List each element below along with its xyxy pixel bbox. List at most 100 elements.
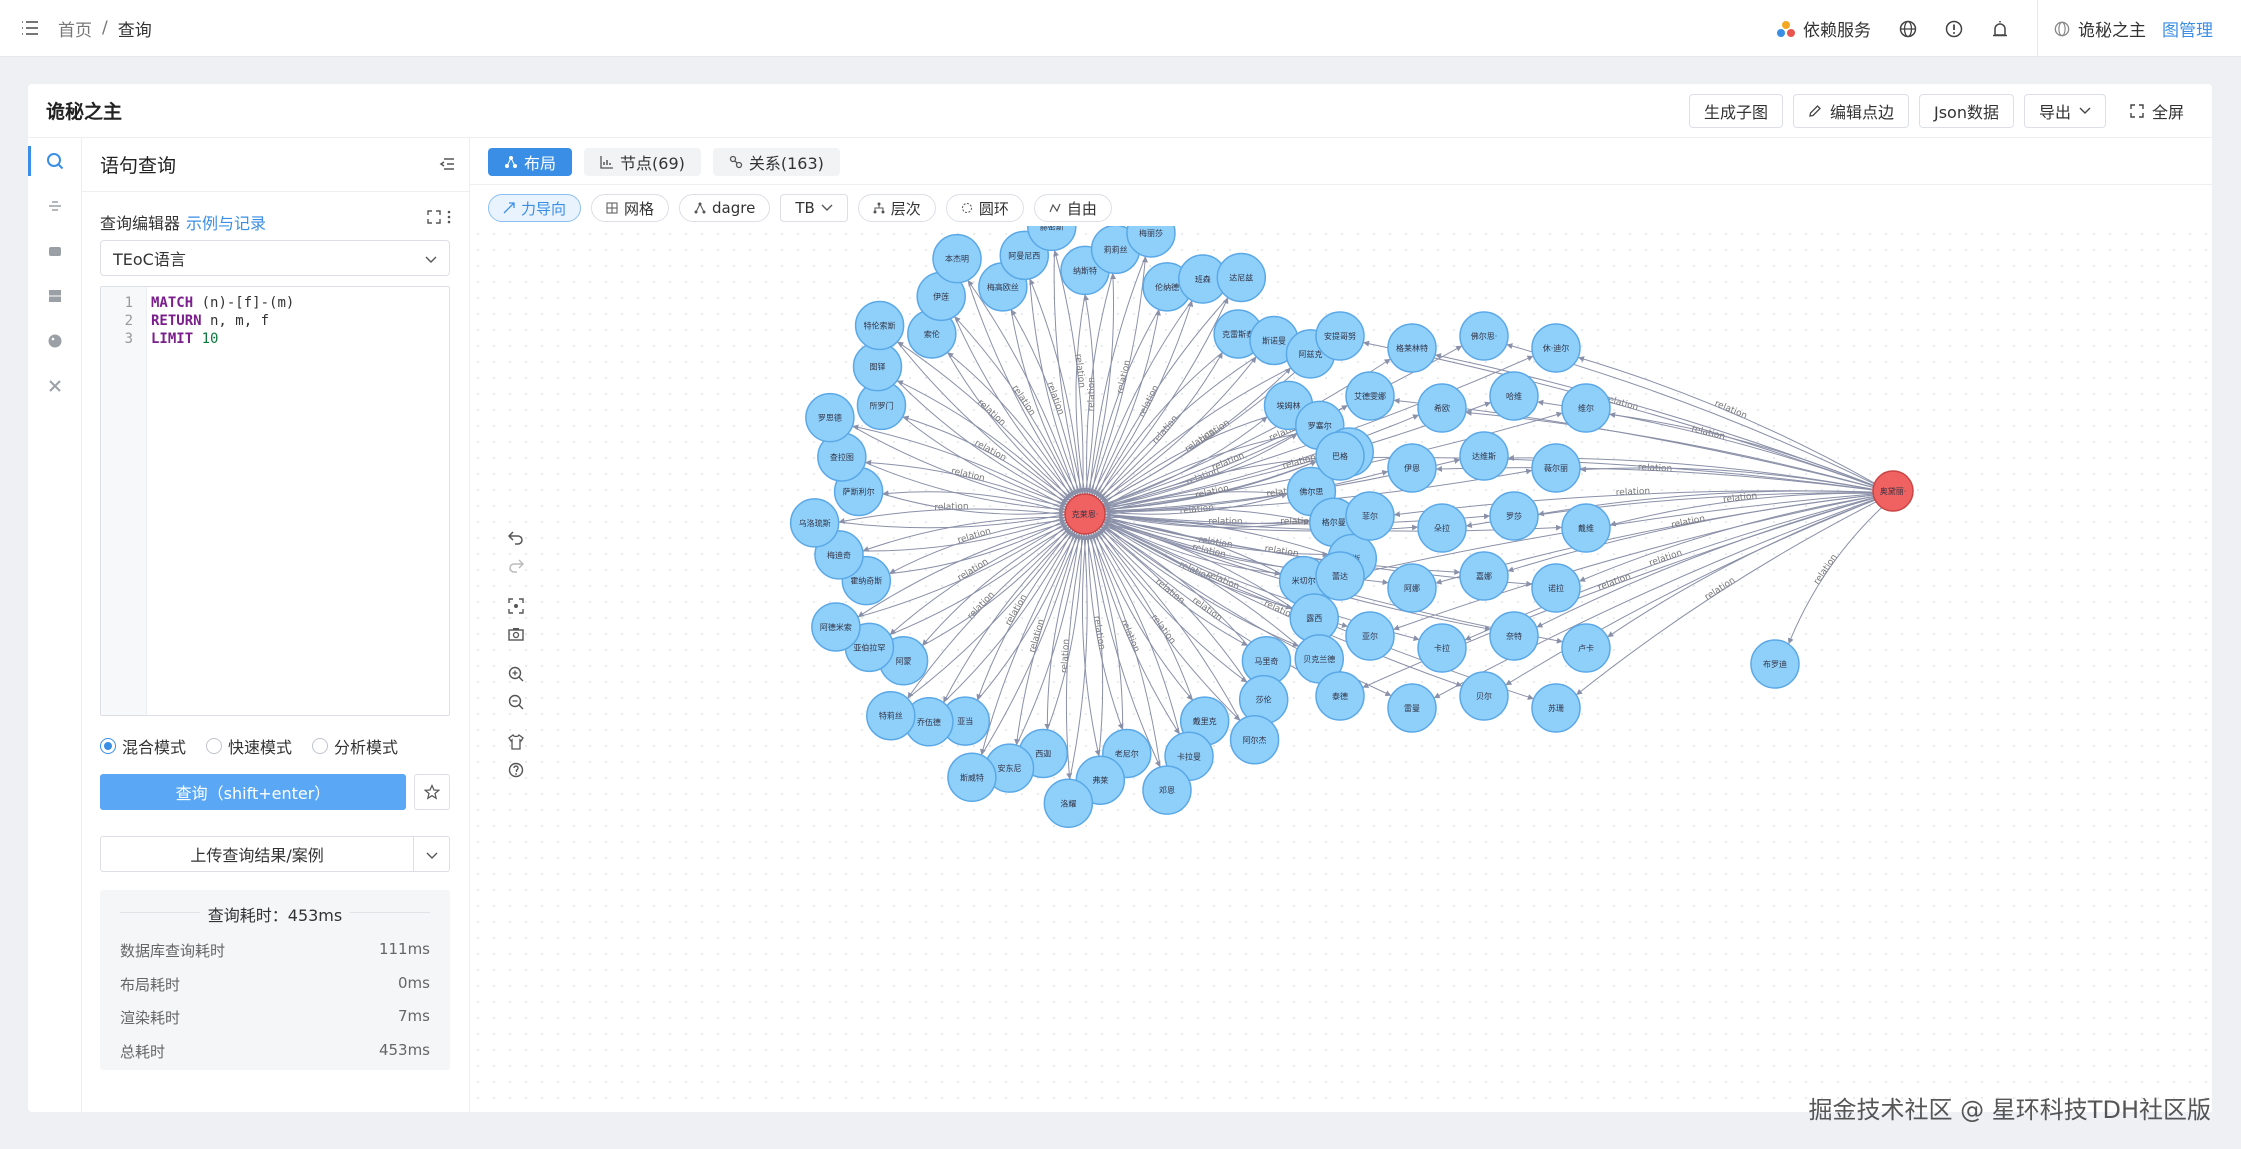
zoom-out-icon[interactable] (508, 688, 524, 716)
generate-subgraph-button[interactable]: 生成子图 (1688, 94, 1783, 128)
json-data-button[interactable]: Json数据 (1918, 94, 2014, 128)
graph-node[interactable]: 蕾达 (1315, 551, 1365, 601)
menu-toggle-icon[interactable] (18, 16, 42, 40)
direction-select[interactable]: TB (780, 194, 848, 222)
graph-node[interactable]: 阿德米索 (811, 602, 861, 652)
graph-node[interactable]: 菲尔 (1345, 491, 1395, 541)
graph-node[interactable]: 苏珊 (1531, 683, 1581, 733)
graph-node[interactable]: 特伦索斯 (854, 300, 905, 351)
layout-free-button[interactable]: 自由 (1033, 194, 1112, 222)
edit-nodes-edges-button[interactable]: 编辑点边 (1792, 94, 1909, 128)
graph-node[interactable]: 泰德 (1315, 671, 1365, 721)
graph-node[interactable]: 达维斯 (1459, 431, 1509, 481)
graph-node[interactable]: 莎伦 (1238, 674, 1289, 725)
graph-node[interactable]: 卡拉 (1417, 623, 1467, 673)
graph-node[interactable]: 诺拉 (1531, 563, 1581, 613)
upload-dropdown-chevron-icon[interactable] (414, 845, 449, 864)
graph-node[interactable]: 哈维 (1489, 371, 1539, 421)
graph-node[interactable]: 邓恩 (1142, 765, 1192, 815)
graph-node[interactable]: 亚当 (940, 696, 991, 746)
breadcrumb-home[interactable]: 首页 (58, 20, 92, 41)
style-shirt-icon[interactable] (508, 728, 524, 756)
tab-nodes[interactable]: 节点(69) (584, 148, 701, 176)
more-options-icon[interactable] (447, 210, 451, 228)
info-icon[interactable] (1945, 20, 1963, 38)
tab-layout[interactable]: 布局 (488, 148, 573, 176)
expand-editor-icon[interactable] (427, 210, 441, 228)
graph-node[interactable]: 雷曼 (1387, 683, 1437, 733)
palette-icon[interactable] (28, 318, 82, 363)
database-icon[interactable] (28, 228, 82, 273)
zoom-in-icon[interactable] (508, 660, 524, 688)
graph-node[interactable]: 图铎 (852, 341, 903, 392)
graph-node[interactable]: 布罗迪 (1750, 639, 1800, 689)
query-search-icon[interactable] (28, 138, 82, 183)
help-icon[interactable] (508, 756, 524, 784)
undo-icon[interactable] (508, 524, 524, 552)
examples-link[interactable]: 示例与记录 (186, 214, 267, 233)
redo-icon[interactable] (508, 552, 524, 580)
graph-node[interactable]: 达尼兹 (1216, 252, 1267, 303)
fullscreen-button[interactable]: 全屏 (2115, 94, 2198, 128)
graph-node[interactable]: 巴格 (1315, 431, 1365, 481)
globe-icon[interactable] (1899, 20, 1917, 38)
alarm-icon[interactable] (1991, 20, 2009, 38)
graph-hub-node[interactable]: 克莱恩· (1064, 493, 1106, 535)
graph-node[interactable]: 休·迪尔 (1531, 323, 1581, 373)
graph-node[interactable]: 罗莎 (1489, 491, 1539, 541)
graph-node[interactable]: 戴维 (1561, 503, 1611, 553)
graph-node[interactable]: 斯威特 (947, 752, 997, 803)
dependency-service-button[interactable]: 依赖服务 (1777, 16, 1871, 41)
graph-node[interactable]: 伊恩 (1387, 443, 1437, 493)
layout-circular-button[interactable]: 圆环 (945, 194, 1024, 222)
graph-hub-node[interactable]: 奥黛丽· (1872, 470, 1914, 512)
graph-node[interactable]: 亚尔 (1345, 611, 1395, 661)
graph-node[interactable]: 梅丽莎 (1126, 226, 1176, 258)
upload-result-button[interactable]: 上传查询结果/案例 (100, 836, 450, 872)
collapse-panel-icon[interactable] (439, 154, 455, 176)
layout-hierarchy-button[interactable]: 层次 (857, 194, 936, 222)
graph-node[interactable]: 嘉娜 (1459, 551, 1509, 601)
project-switcher[interactable]: 诡秘之主 图管理 (2054, 16, 2213, 41)
graph-node[interactable]: 薇尔丽 (1531, 443, 1581, 493)
graph-node[interactable]: 佛尔思· (1459, 311, 1509, 361)
export-dropdown[interactable]: 导出 (2023, 94, 2106, 128)
graph-node[interactable]: 格莱林特 (1387, 323, 1437, 373)
mode-radio-fast[interactable]: 快速模式 (206, 734, 292, 758)
layout-dagre-button[interactable]: dagre (679, 194, 771, 222)
graph-node[interactable]: 安提哥努 (1315, 311, 1365, 361)
mode-radio-analysis[interactable]: 分析模式 (312, 734, 398, 758)
graph-node[interactable]: 特莉丝 (866, 690, 916, 741)
table-icon[interactable] (28, 273, 82, 318)
layout-grid-button[interactable]: 网格 (591, 194, 670, 222)
graph-node[interactable]: 维尔 (1561, 383, 1611, 433)
run-query-button[interactable]: 查询（shift+enter） (100, 774, 406, 810)
node-layer[interactable]: 纳斯特莉莉丝梅丽莎伦纳德班森达尼兹克雷斯泰斯诺曼阿兹克埃姆林罗塞尔休佛尔思格尔曼… (789, 226, 1914, 829)
language-select[interactable]: TEoC语言 (100, 240, 450, 276)
layout-force-button[interactable]: 力导向 (488, 194, 582, 222)
graph-node[interactable]: 洛耀 (1043, 778, 1094, 829)
fit-view-icon[interactable] (508, 592, 524, 620)
graph-node[interactable]: 赫密斯 (1027, 226, 1077, 252)
graph-node[interactable]: 艾德雯娜 (1345, 371, 1395, 421)
graph-node[interactable]: 乌洛琉斯 (789, 498, 840, 548)
graph-node[interactable]: 朵拉 (1417, 503, 1467, 553)
graph-management-link[interactable]: 图管理 (2162, 21, 2213, 41)
graph-node[interactable]: 奈特 (1489, 611, 1539, 661)
favorite-star-icon[interactable] (414, 774, 450, 810)
tab-relations[interactable]: 关系(163) (712, 148, 840, 176)
graph-node[interactable]: 阿娜 (1387, 563, 1437, 613)
path-icon[interactable] (28, 183, 82, 228)
graph-node[interactable]: 罗思德 (805, 392, 855, 443)
graph-node[interactable]: 希欧 (1417, 383, 1467, 433)
graph-node[interactable]: 贝尔 (1459, 671, 1509, 721)
plugin-icon[interactable] (28, 363, 82, 408)
screenshot-icon[interactable] (508, 620, 524, 648)
graph-node[interactable]: 卢卡 (1561, 623, 1611, 673)
mode-radio-mixed[interactable]: 混合模式 (100, 734, 186, 758)
graph-node[interactable]: 本杰明 (932, 233, 982, 284)
graph-node[interactable]: 阿尔杰 (1229, 715, 1280, 765)
